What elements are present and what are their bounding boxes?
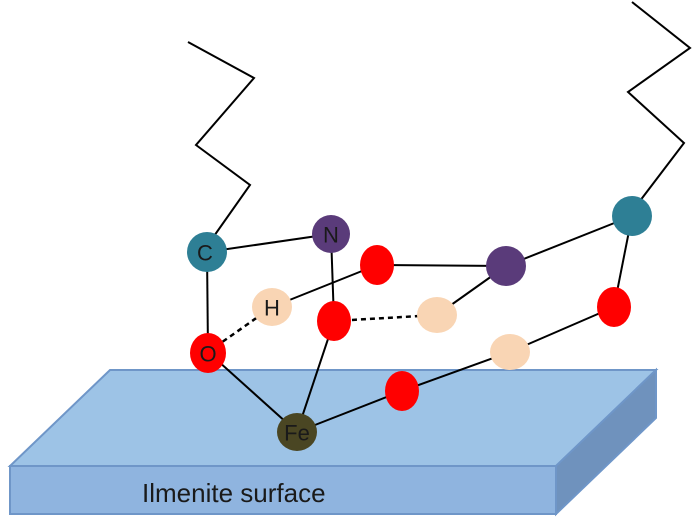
carbon-atom-label: C	[197, 241, 213, 266]
bond-o-fe	[207, 351, 298, 433]
hydrogen-atom-middle	[417, 297, 457, 333]
nitrogen-atom-right	[486, 246, 526, 286]
oxygen-atom-right	[597, 287, 631, 327]
carbon-atom-left	[187, 232, 227, 272]
hydrogen-atom-label: H	[264, 296, 280, 321]
bond-c-n	[206, 233, 332, 253]
nitrogen-atom-left	[312, 215, 350, 253]
right-alkyl-chain	[626, 1, 692, 215]
iron-atom-label: Fe	[284, 421, 310, 446]
iron-atom	[277, 413, 317, 451]
bond-o-n	[376, 264, 507, 267]
carbon-atom-right	[612, 196, 652, 236]
bond-n-c	[505, 215, 633, 267]
oxygen-atom-upper	[360, 245, 394, 285]
nitrogen-atom-label: N	[323, 223, 339, 248]
oxygen-atom-middle	[317, 301, 351, 341]
oxygen-atom-lower	[385, 371, 419, 411]
hydrogen-atom-left	[252, 288, 292, 326]
oxygen-atom-left	[190, 333, 226, 373]
surface-front-face	[9, 465, 557, 515]
hydrogen-atom-right	[490, 334, 530, 370]
oxygen-atom-label: O	[199, 342, 216, 367]
surface-label: Ilmenite surface	[142, 478, 326, 508]
atoms: C N H O Fe	[187, 196, 652, 451]
ilmenite-surface-slab: Ilmenite surface	[7, 367, 659, 517]
left-alkyl-chain	[187, 41, 256, 247]
